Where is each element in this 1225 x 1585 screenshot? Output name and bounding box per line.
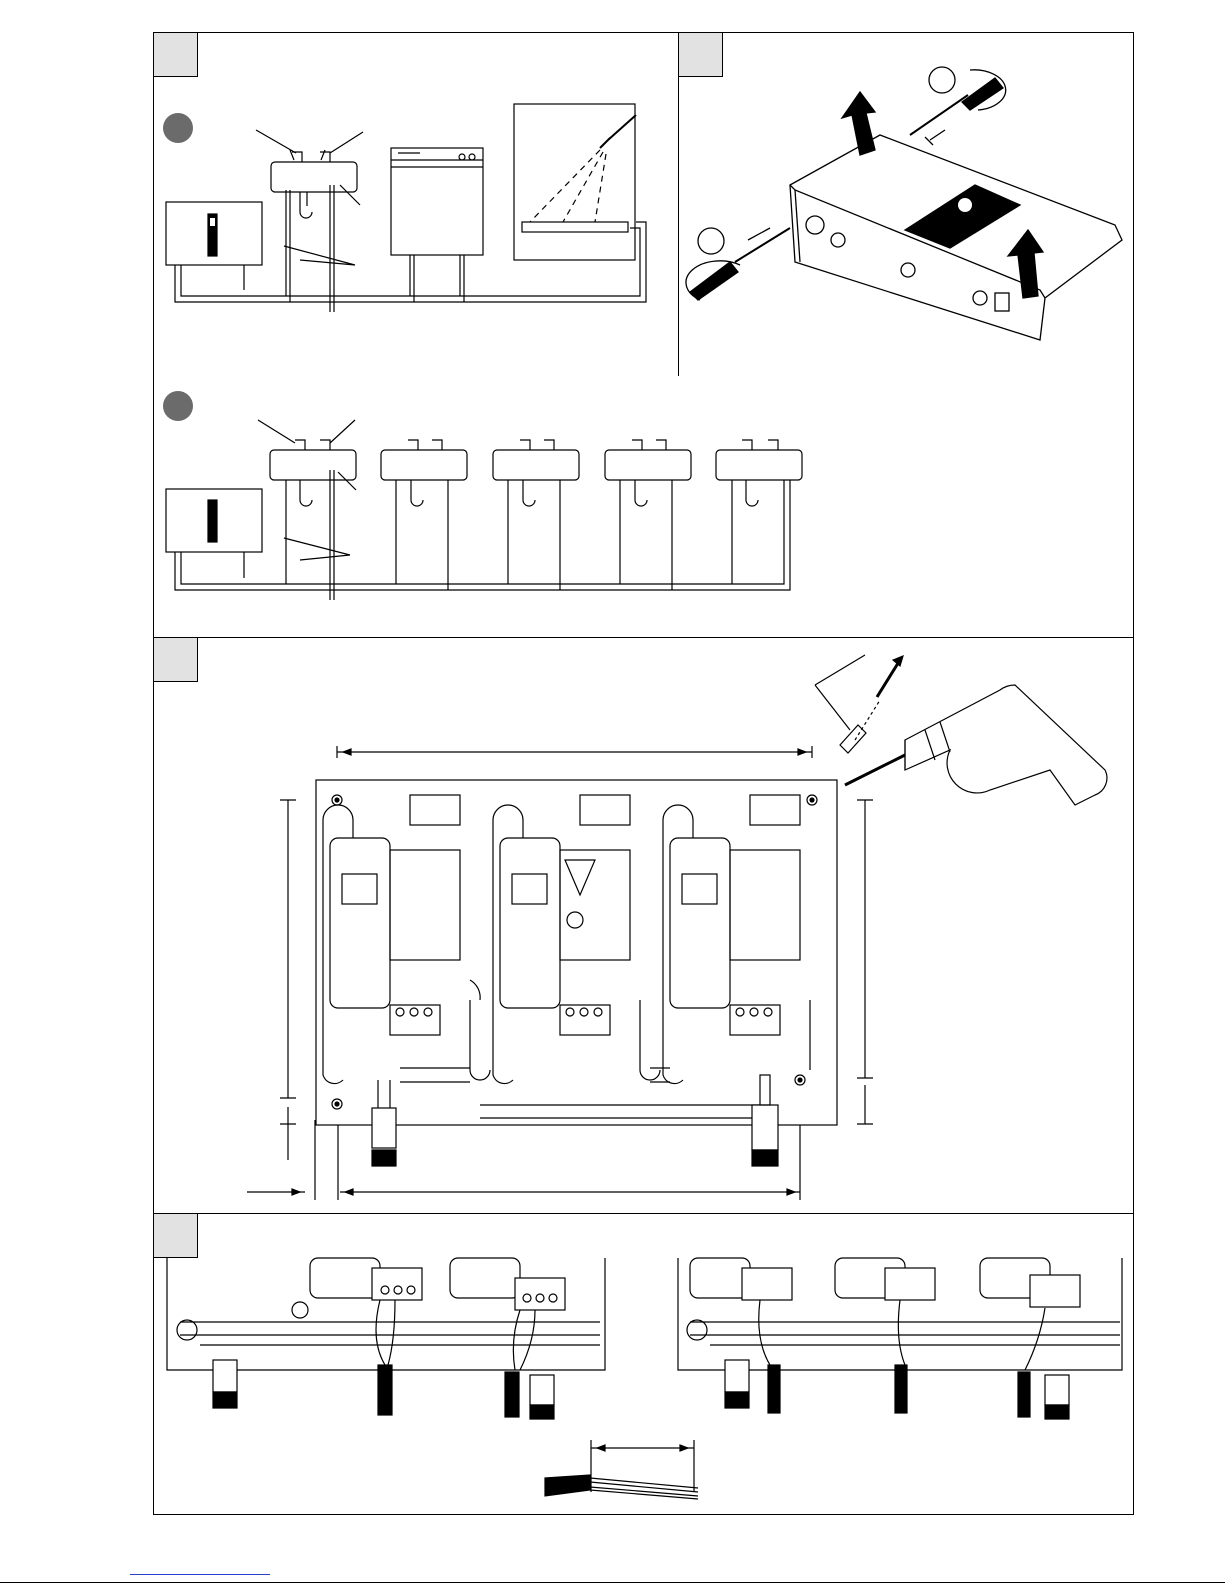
page-bottom-rule [0, 1582, 1225, 1583]
cable-icon [545, 1475, 590, 1496]
footer-link-underline[interactable] [130, 1574, 270, 1575]
